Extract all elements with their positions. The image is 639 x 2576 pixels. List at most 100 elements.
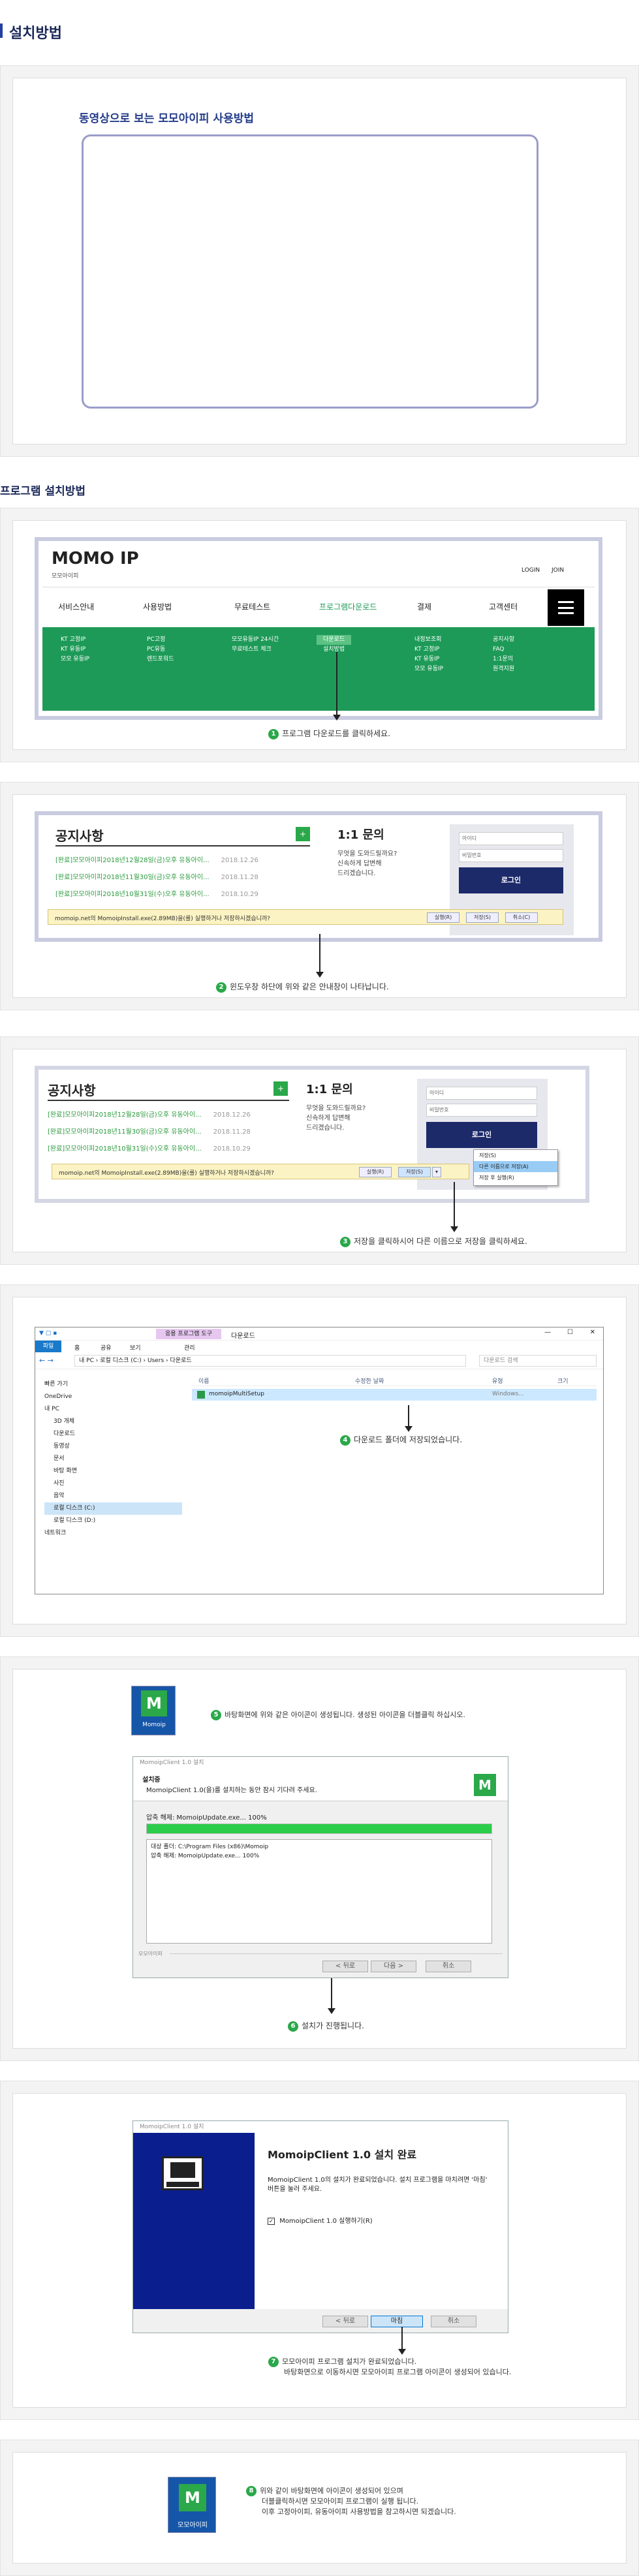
nav-program-download[interactable]: 프로그램다운로드 bbox=[319, 602, 377, 612]
login-link[interactable]: LOGIN bbox=[522, 567, 540, 574]
download-message: momoip.net의 MomoipInstall.exe(2.89MB)을(를… bbox=[59, 1170, 274, 1177]
nav-desktop[interactable]: 바탕 화면 bbox=[54, 1468, 77, 1474]
minimize-button[interactable]: — bbox=[544, 1329, 551, 1336]
menu-save-and-run[interactable]: 저장 후 실행(R) bbox=[479, 1175, 514, 1181]
close-button[interactable]: ✕ bbox=[589, 1329, 595, 1336]
nav-3d[interactable]: 3D 개체 bbox=[54, 1418, 75, 1425]
site-logo[interactable]: MOMO IP bbox=[52, 549, 139, 568]
next-button[interactable]: 다음 > bbox=[371, 1961, 416, 1972]
nav-music[interactable]: 음악 bbox=[54, 1493, 65, 1499]
nav-this-pc[interactable]: 내 PC bbox=[44, 1406, 59, 1412]
menu-item[interactable]: KT 유동IP bbox=[61, 646, 86, 653]
file-row[interactable]: momoipMultiSetup Windows... bbox=[192, 1389, 597, 1401]
nav-free-test[interactable]: 무료테스트 bbox=[234, 602, 271, 612]
menu-item[interactable]: 모모 유동IP bbox=[414, 666, 444, 672]
notice-row[interactable]: [완료]모모아이피2018년11월30일(금)오후 유동아이...2018.11… bbox=[48, 1126, 251, 1136]
notice-row[interactable]: [완료]모모아이피2018년11월30일(금)오후 유동아이...2018.11… bbox=[55, 871, 258, 881]
nav-pictures[interactable]: 사진 bbox=[54, 1480, 65, 1487]
menu-item-install-guide[interactable]: 설치방법 bbox=[323, 646, 345, 653]
tab-file[interactable]: 파일 bbox=[35, 1341, 61, 1352]
back-button[interactable]: < 뒤로 bbox=[322, 1961, 368, 1972]
search-box[interactable]: 다운로드 검색 bbox=[479, 1355, 597, 1367]
hamburger-menu-button[interactable] bbox=[548, 589, 584, 626]
desktop-icon-final[interactable]: M 모모아이피 bbox=[168, 2477, 216, 2533]
tab-manage[interactable]: 관리 bbox=[184, 1345, 195, 1352]
tab-home[interactable]: 홈 bbox=[74, 1345, 80, 1352]
nav-disk-c[interactable]: 로컬 디스크 (C:) bbox=[44, 1502, 182, 1515]
path-segment[interactable]: 로컬 디스크 (C:) bbox=[100, 1358, 142, 1364]
installer-header: 설치중 MomoipClient 1.0(을)를 설치하는 동안 잠시 기다려 … bbox=[133, 1769, 508, 1801]
join-link[interactable]: JOIN bbox=[552, 567, 565, 574]
finish-button[interactable]: 마침 bbox=[371, 2316, 423, 2327]
download-cancel-button[interactable]: 취소(C) bbox=[505, 912, 538, 923]
menu-item[interactable]: 무료테스트 체크 bbox=[232, 646, 272, 653]
login-button[interactable]: 로그인 bbox=[426, 1122, 537, 1148]
quick-access-toolbar[interactable]: ▼ ▢ ▪ bbox=[39, 1330, 57, 1337]
menu-save-as[interactable]: 다른 이름으로 저장(A) bbox=[474, 1161, 557, 1172]
path-segment[interactable]: 내 PC bbox=[79, 1358, 94, 1364]
install-log[interactable]: 대상 폴더: C:\Program Files (x86)\Momoip 압축 … bbox=[146, 1839, 492, 1944]
menu-item[interactable]: 공지사항 bbox=[493, 636, 515, 643]
path-segment[interactable]: Users bbox=[147, 1358, 164, 1364]
download-save-button[interactable]: 저장(S) bbox=[398, 1167, 431, 1177]
notice-more-button[interactable]: + bbox=[296, 827, 310, 841]
menu-item[interactable]: KT 고정IP bbox=[61, 636, 86, 643]
col-modified[interactable]: 수정한 날짜 bbox=[355, 1378, 384, 1385]
run-checkbox[interactable]: ✓ bbox=[268, 2217, 275, 2225]
nav-downloads[interactable]: 다운로드 bbox=[54, 1431, 76, 1437]
menu-item[interactable]: 원격지원 bbox=[493, 666, 515, 672]
col-type[interactable]: 유형 bbox=[492, 1378, 503, 1385]
download-run-button[interactable]: 실행(R) bbox=[359, 1167, 392, 1177]
login-button[interactable]: 로그인 bbox=[459, 867, 563, 893]
menu-item[interactable]: 모모 유동IP bbox=[61, 656, 90, 662]
path-segment[interactable]: 다운로드 bbox=[170, 1358, 192, 1364]
nav-usage[interactable]: 사용방법 bbox=[143, 602, 172, 612]
nav-service[interactable]: 서비스안내 bbox=[58, 602, 95, 612]
id-field[interactable]: 아이디 bbox=[459, 832, 563, 845]
nav-videos[interactable]: 동영상 bbox=[54, 1443, 70, 1450]
col-size[interactable]: 크기 bbox=[557, 1378, 569, 1385]
col-name[interactable]: 이름 bbox=[198, 1378, 210, 1385]
notice-row[interactable]: [완료]모모아이피2018년10월31일(수)오후 유동아이...2018.10… bbox=[48, 1143, 251, 1153]
menu-item[interactable]: KT 유동IP bbox=[414, 656, 440, 662]
nav-onedrive[interactable]: OneDrive bbox=[44, 1393, 72, 1400]
installer-footer-line bbox=[170, 1953, 503, 1954]
download-run-button[interactable]: 실행(R) bbox=[427, 912, 460, 923]
menu-item[interactable]: FAQ bbox=[493, 646, 505, 653]
password-field[interactable]: 비밀번호 bbox=[426, 1104, 537, 1117]
notice-row[interactable]: [완료]모모아이피2018년10월31일(수)오후 유동아이...2018.10… bbox=[55, 888, 258, 898]
notice-row[interactable]: [완료]모모아이피2018년12월28일(금)오후 유동아이...2018.12… bbox=[48, 1109, 251, 1119]
menu-item[interactable]: PC유동 bbox=[147, 646, 166, 653]
cancel-button[interactable]: 취소 bbox=[426, 1961, 471, 1972]
menu-item[interactable]: 1:1문의 bbox=[493, 656, 514, 662]
notice-more-button[interactable]: + bbox=[273, 1081, 288, 1096]
address-bar[interactable]: 내 PC › 로컬 디스크 (C:) › Users › 다운로드 bbox=[74, 1355, 466, 1367]
id-field[interactable]: 아이디 bbox=[426, 1087, 537, 1100]
download-save-button[interactable]: 저장(S) bbox=[466, 912, 499, 923]
maximize-button[interactable]: ☐ bbox=[567, 1329, 573, 1336]
video-player[interactable] bbox=[82, 134, 538, 409]
menu-item[interactable]: PC고정 bbox=[147, 636, 166, 643]
menu-save[interactable]: 저장(S) bbox=[479, 1153, 497, 1158]
tab-share[interactable]: 공유 bbox=[101, 1345, 112, 1352]
nav-documents[interactable]: 문서 bbox=[54, 1455, 65, 1462]
tab-view[interactable]: 보기 bbox=[130, 1345, 141, 1352]
nav-network[interactable]: 네트워크 bbox=[44, 1530, 67, 1536]
menu-item[interactable]: 모모유동IP 24시간 bbox=[232, 636, 279, 643]
notice-row[interactable]: [완료]모모아이피2018년12월28일(금)오후 유동아이...2018.12… bbox=[55, 854, 258, 864]
nav-disk-d[interactable]: 로컬 디스크 (D:) bbox=[54, 1517, 96, 1524]
nav-payment[interactable]: 결제 bbox=[417, 602, 432, 612]
back-arrow-icon[interactable]: ← → bbox=[39, 1356, 54, 1365]
password-field[interactable]: 비밀번호 bbox=[459, 849, 563, 862]
menu-item-download[interactable]: 다운로드 bbox=[317, 635, 352, 645]
save-dropdown-arrow[interactable]: ▾ bbox=[432, 1167, 441, 1177]
menu-item[interactable]: 렌드포워드 bbox=[147, 656, 174, 662]
desktop-icon[interactable]: M Momoip bbox=[131, 1686, 176, 1735]
nav-quick-access[interactable]: 빠른 가기 bbox=[44, 1381, 68, 1388]
menu-item[interactable]: 내정보조회 bbox=[414, 636, 442, 643]
back-button[interactable]: < 뒤로 bbox=[322, 2316, 368, 2327]
run-checkbox-row[interactable]: ✓ MomoipClient 1.0 실행하기(R) bbox=[268, 2215, 373, 2225]
nav-support[interactable]: 고객센터 bbox=[489, 602, 518, 612]
menu-item[interactable]: KT 고정IP bbox=[414, 646, 440, 653]
cancel-button[interactable]: 취소 bbox=[431, 2316, 476, 2327]
